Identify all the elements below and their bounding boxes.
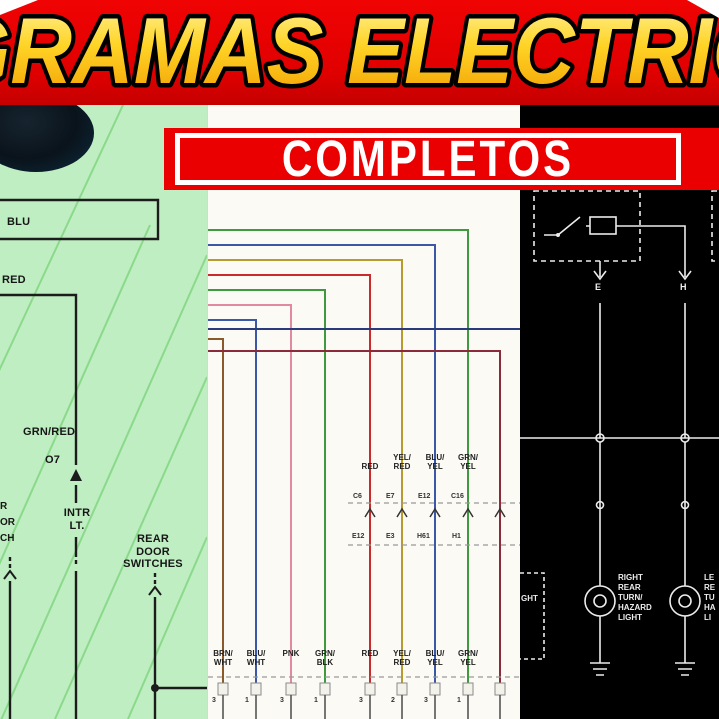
wire-label: BLU/ YEL — [425, 649, 445, 668]
completos-banner: COMPLETOS — [164, 128, 719, 190]
wiring-diagram-white: RED YEL/ RED BLU/ YEL GRN/ YEL C6 E7 E12… — [207, 105, 520, 719]
connector-id: C6 — [353, 493, 362, 500]
white-diagram-lines — [208, 229, 520, 719]
pin-number: 1 — [314, 697, 318, 704]
black-wire-runs — [0, 198, 207, 719]
wire-label: YEL/ RED — [393, 649, 411, 668]
diagonal-grid-lines — [0, 105, 207, 719]
component-label-left-rear-turn-clipped: LE RE TU HA LI — [704, 573, 716, 622]
pin-number: 1 — [245, 697, 249, 704]
green-diagram-lines — [0, 105, 207, 719]
connector-id: E3 — [386, 533, 395, 540]
wire-label: RED — [361, 462, 379, 471]
connector-id: E12 — [418, 493, 431, 500]
wire-label: BLU/ YEL — [425, 453, 445, 472]
connector-id: C16 — [451, 493, 464, 500]
clipped-component-box — [520, 572, 545, 660]
connector-chevron-icons — [364, 507, 506, 518]
component-label-intr-lt: INTR LT. — [63, 507, 91, 532]
relay-pivot-dot — [556, 233, 560, 237]
turn-lamp-left-icon — [669, 585, 701, 617]
wiring-diagram-black: E H RIGHT REAR TURN/ HAZARD LIGHT LE RE … — [520, 105, 719, 719]
wire-label-grn-red: GRN/RED — [23, 426, 76, 438]
wiring-diagram-green: BLU RED GRN/RED O7 INTR LT. REAR DOOR SW… — [0, 105, 207, 719]
connector-split-lines — [208, 502, 520, 678]
clipped-label-fragment: CH — [0, 533, 15, 544]
clipped-label-fragment: OR — [0, 517, 15, 528]
wire-label: YEL/ RED — [393, 453, 411, 472]
wire-label: GRN/ YEL — [458, 649, 478, 668]
clipped-label-fragment: R — [0, 501, 8, 512]
terminal-boxes — [217, 682, 506, 696]
connector-chevron-icons — [593, 270, 692, 281]
wire-label-red: RED — [2, 274, 26, 286]
wire-label: PNK — [282, 649, 300, 658]
wire-label: BLU/ WHT — [246, 649, 266, 668]
component-label-right-rear-turn: RIGHT REAR TURN/ HAZARD LIGHT — [618, 573, 652, 622]
clipped-component-box — [711, 190, 719, 262]
connector-id: E7 — [386, 493, 395, 500]
relay-dashed-box — [533, 190, 641, 262]
colored-wire-runs — [208, 229, 520, 683]
connector-chevron-icons — [3, 569, 162, 596]
terminal-label-h: H — [680, 282, 687, 292]
wire-label: GRN/ BLK — [315, 649, 335, 668]
component-label-rear-door-switches: REAR DOOR SWITCHES — [123, 533, 183, 571]
connector-id: E12 — [352, 533, 365, 540]
pin-number: 3 — [280, 697, 284, 704]
ground-symbol-icon — [590, 662, 695, 676]
terminal-stubs — [222, 695, 501, 719]
pin-number: 3 — [212, 697, 216, 704]
pin-number: 3 — [359, 697, 363, 704]
clipped-label-fragment: GHT — [521, 594, 538, 603]
wire-label: BRN/ WHT — [213, 649, 233, 668]
black-diagram-lines — [520, 190, 719, 676]
connector-id: H61 — [417, 533, 430, 540]
wire-label: RED — [361, 649, 379, 658]
terminal-label-e: E — [595, 282, 602, 292]
relay-symbol-icon — [544, 216, 686, 277]
dark-photo-blob — [0, 94, 94, 172]
terminal-label-o7: O7 — [45, 454, 61, 466]
connector-id: H1 — [452, 533, 461, 540]
pin-number: 1 — [457, 697, 461, 704]
completos-frame: COMPLETOS — [175, 133, 681, 185]
connector-arrow-icon — [70, 469, 82, 481]
pin-number: 2 — [391, 697, 395, 704]
wire-label-blu: BLU — [7, 216, 31, 228]
wire-label: GRN/ YEL — [458, 453, 478, 472]
turn-lamp-right-icon — [584, 585, 616, 617]
pin-number: 3 — [424, 697, 428, 704]
completos-label: COMPLETOS — [281, 133, 575, 185]
junction-dot-icon — [151, 684, 159, 692]
